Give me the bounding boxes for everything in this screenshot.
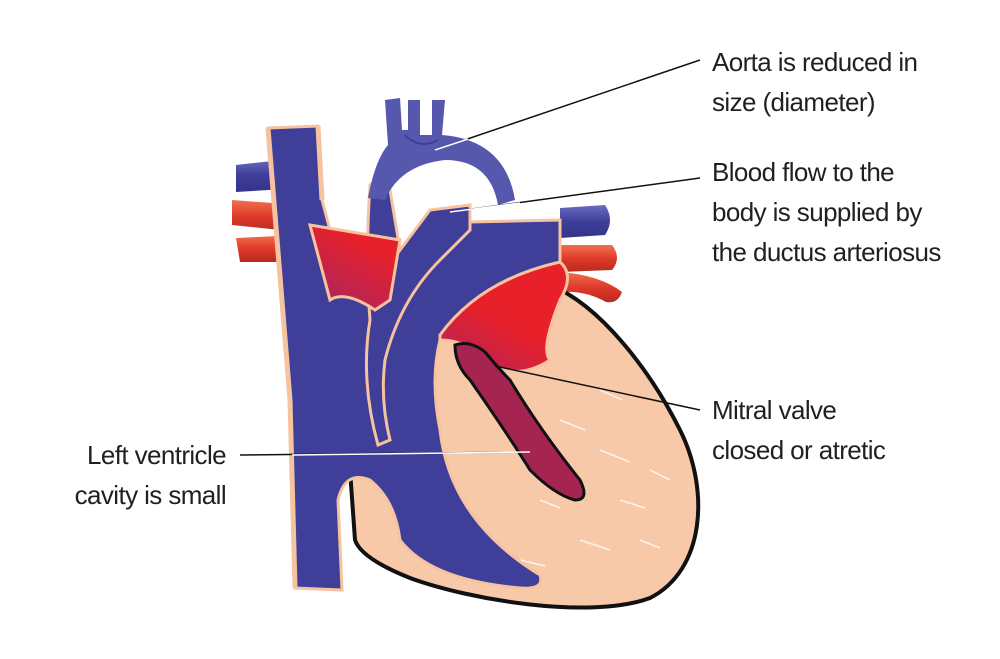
mitral-label-line-2: closed or atretic xyxy=(712,435,886,465)
right-pulmonary-artery-lower xyxy=(560,272,622,303)
right-pulmonary-vein xyxy=(560,205,610,238)
mitral-leader-line xyxy=(494,365,701,411)
right-pulmonary-artery-upper xyxy=(560,245,617,272)
aorta-branch-edge xyxy=(404,134,439,145)
ductus-label-line-1: Blood flow to the xyxy=(712,157,895,187)
left-ventricle-label-line-1: Left ventricle xyxy=(86,440,227,470)
left-ventricle-label: Left ventricle cavity is small xyxy=(74,435,227,515)
leader-lines xyxy=(239,59,701,456)
ductus-label-line-2: body is supplied by xyxy=(712,197,922,227)
aorta-label: Aorta is reduced in size (diameter) xyxy=(712,42,918,122)
aorta-leader-line-inner xyxy=(434,138,469,151)
aorta-label-line-1: Aorta is reduced in xyxy=(712,47,918,77)
ductus-label-line-3: the ductus arteriosus xyxy=(712,237,941,267)
left-ventricle-cavity xyxy=(453,342,586,502)
lv-leader-line-inner xyxy=(291,451,531,456)
ductus-leader-line-inner xyxy=(449,202,521,213)
aorta-arch xyxy=(368,98,515,205)
left-ventricle-label-line-2: cavity is small xyxy=(74,480,227,510)
right-pulmonary-vessels xyxy=(560,205,622,303)
aorta-label-line-2: size (diameter) xyxy=(712,87,876,117)
svc-wall xyxy=(265,125,325,589)
mitral-label-line-1: Mitral valve xyxy=(712,395,837,425)
aorta-leader-line xyxy=(434,59,701,151)
ductus-label: Blood flow to the body is supplied by th… xyxy=(712,152,941,272)
mitral-label: Mitral valve closed or atretic xyxy=(712,390,886,470)
